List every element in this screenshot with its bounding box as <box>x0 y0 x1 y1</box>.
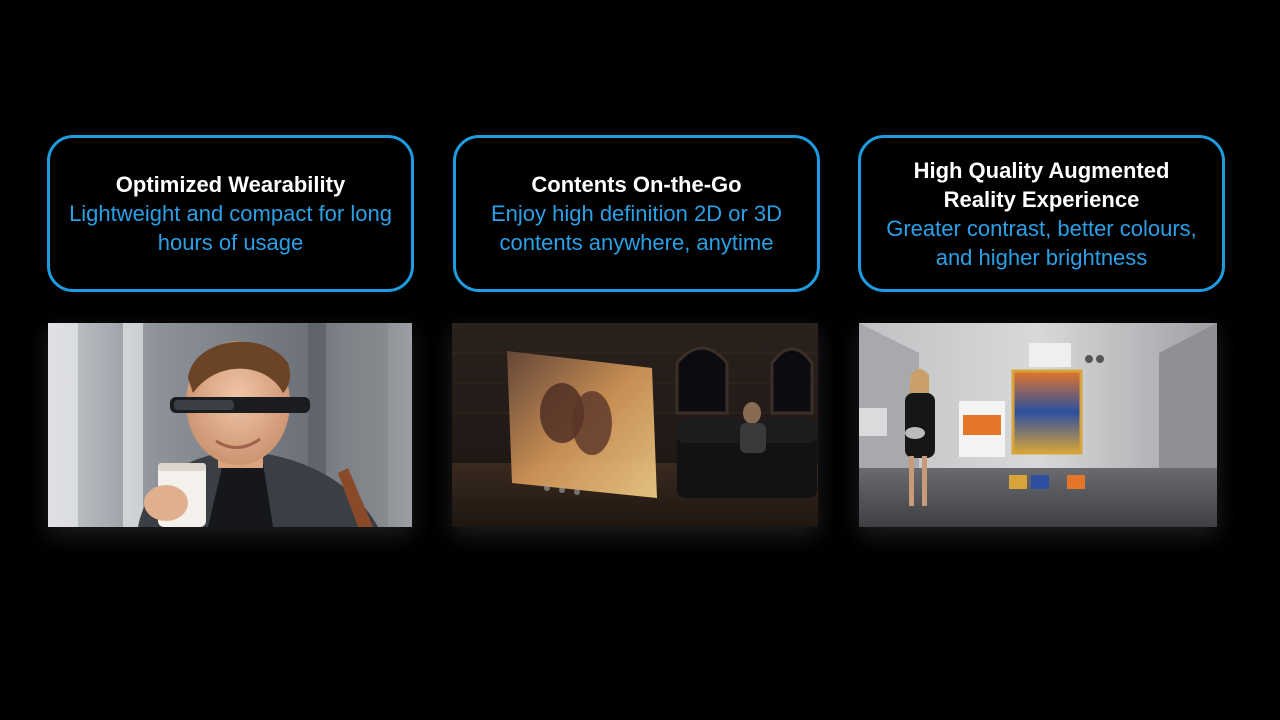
feature-card-wearability: Optimized Wearability Lightweight and co… <box>47 135 414 292</box>
augmented-reality-gallery-photo <box>859 323 1217 527</box>
feature-title: High Quality Augmented Reality Experienc… <box>913 157 1170 212</box>
feature-description: Lightweight and compact for long hours o… <box>69 201 392 255</box>
feature-card-contents: Contents On-the-Go Enjoy high definition… <box>453 135 820 292</box>
feature-title: Contents On-the-Go <box>531 172 742 197</box>
feature-description: Greater contrast, better colours, and hi… <box>886 215 1197 270</box>
feature-title: Optimized Wearability <box>115 172 346 197</box>
feature-description: Enjoy high definition 2D or 3D contents … <box>490 201 783 255</box>
virtual-movie-screen-in-room-photo <box>452 323 818 527</box>
feature-card-augmented-reality: High Quality Augmented Reality Experienc… <box>858 135 1225 292</box>
man-wearing-smart-glasses-photo <box>48 323 412 527</box>
